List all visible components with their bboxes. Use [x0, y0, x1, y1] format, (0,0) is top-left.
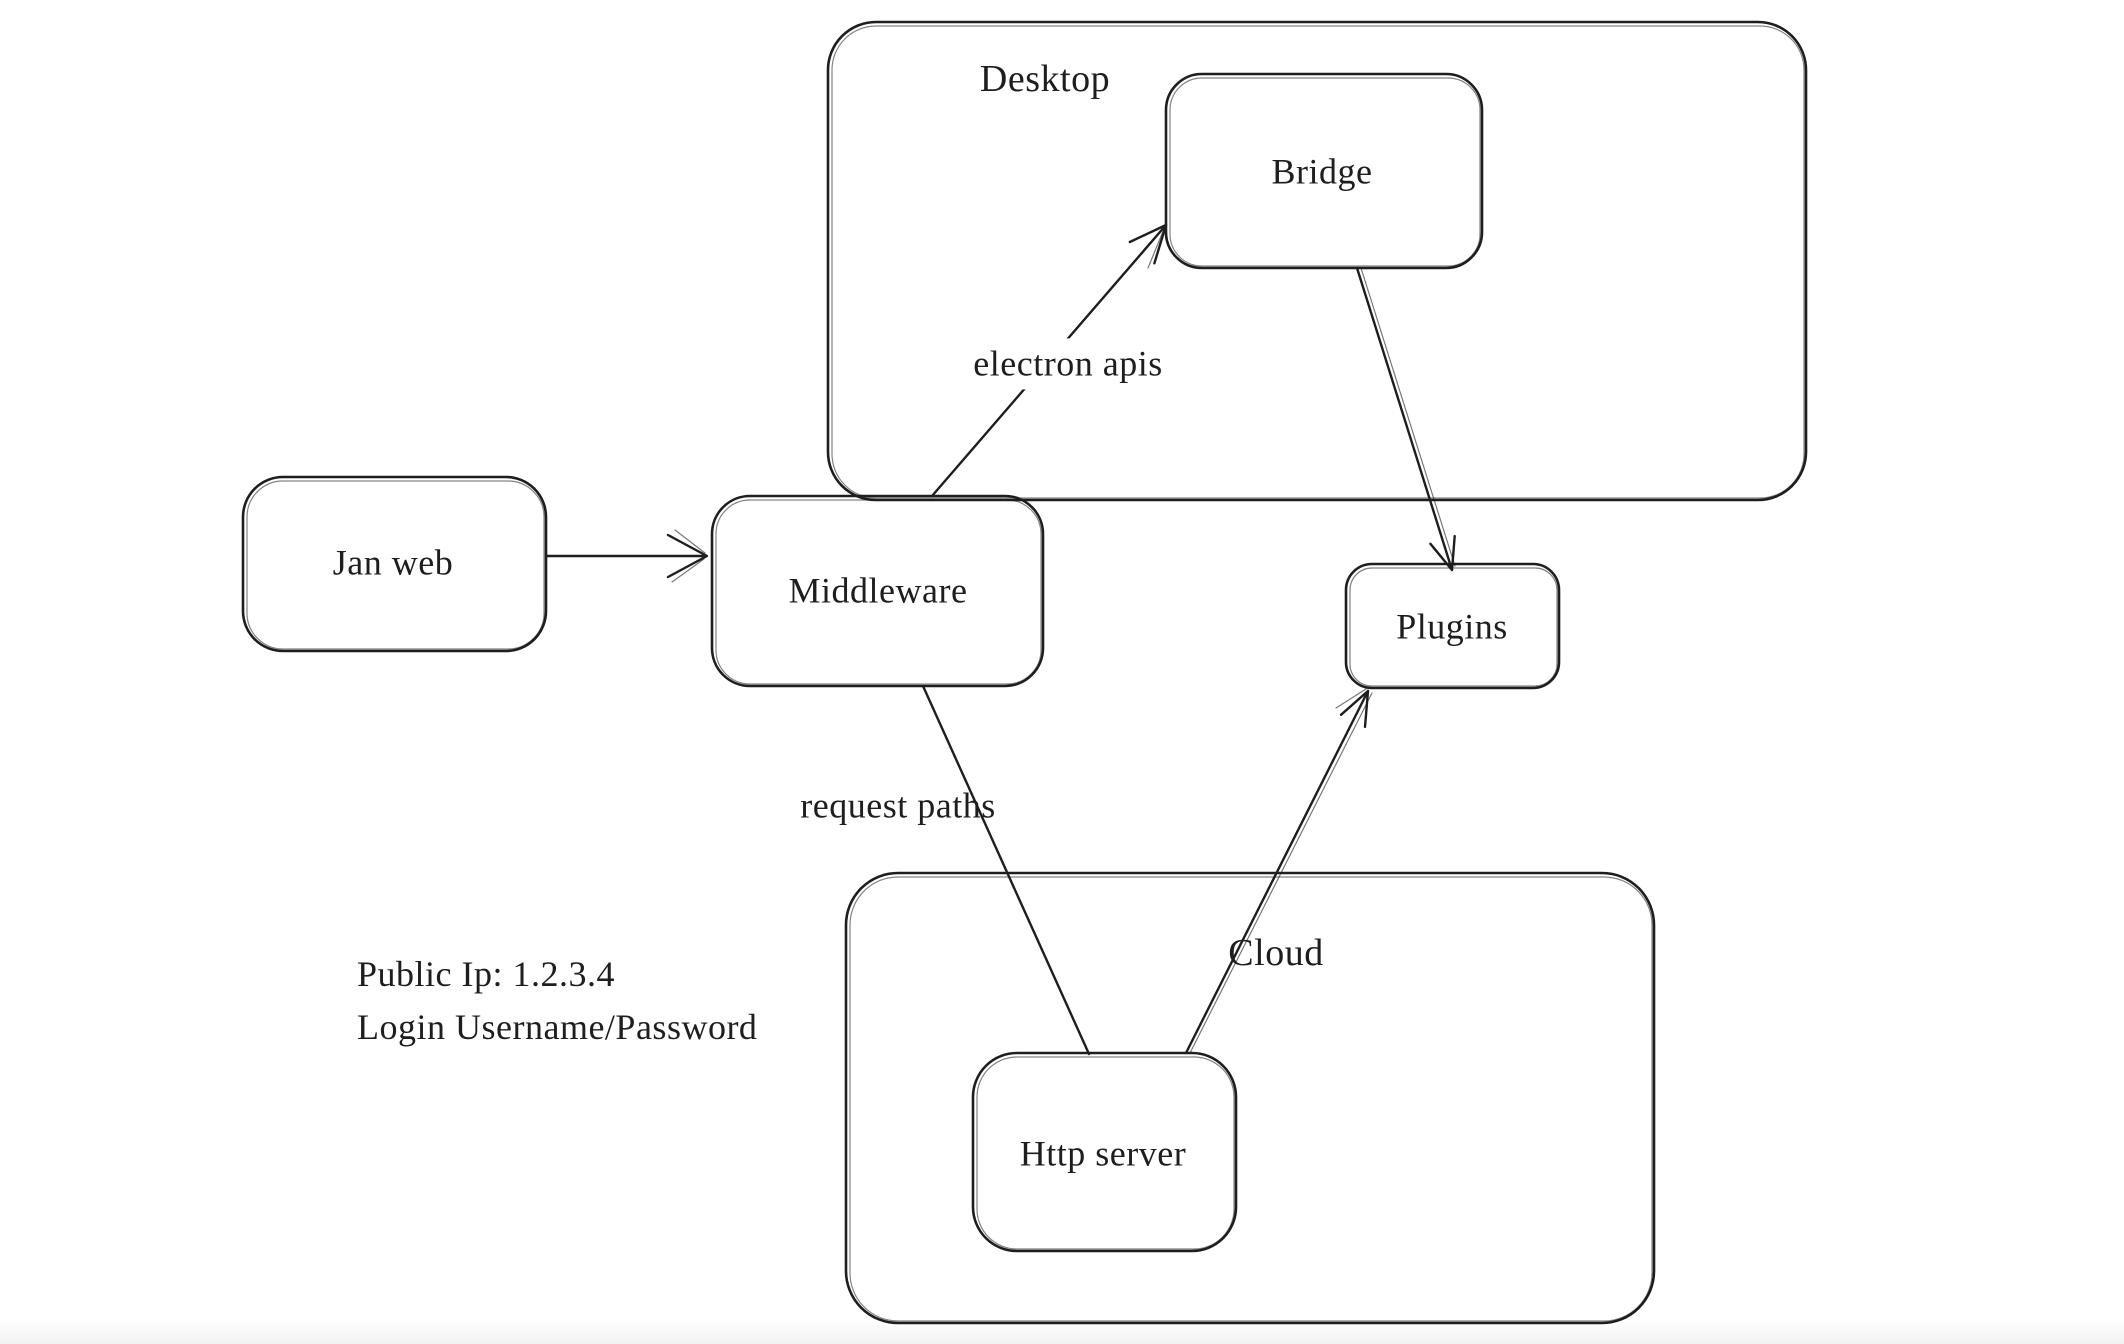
node-bridge[interactable]: [1164, 72, 1484, 270]
container-desktop[interactable]: [826, 20, 1808, 502]
electron-apis-edge-label: electron apis: [961, 338, 1175, 390]
jan-web-label: Jan web: [332, 542, 454, 583]
edge-httpserver-plugins[interactable]: [1184, 688, 1373, 1055]
public-ip-line: Public Ip: 1.2.3.4: [357, 954, 615, 994]
cloud-credentials-annotation: Public Ip: 1.2.3.4 Login Username/Passwo…: [357, 948, 757, 1053]
middleware-label: Middleware: [788, 570, 968, 611]
edge-janweb-middleware[interactable]: [545, 529, 709, 583]
bridge-label: Bridge: [1271, 151, 1373, 192]
http-server-label: Http server: [1019, 1133, 1187, 1174]
plugins-label: Plugins: [1396, 606, 1508, 647]
node-middleware[interactable]: [710, 494, 1045, 688]
container-cloud[interactable]: [844, 871, 1656, 1325]
node-http-server[interactable]: [971, 1051, 1238, 1253]
desktop-container-title: Desktop: [979, 58, 1111, 101]
edge-bridge-plugins[interactable]: [1355, 266, 1456, 572]
edge-middleware-httpserver[interactable]: [921, 684, 1091, 1056]
node-plugins[interactable]: [1344, 562, 1561, 690]
login-line: Login Username/Password: [357, 1006, 758, 1047]
node-jan-web[interactable]: [241, 475, 548, 653]
request-paths-edge-label: request paths: [800, 785, 996, 826]
